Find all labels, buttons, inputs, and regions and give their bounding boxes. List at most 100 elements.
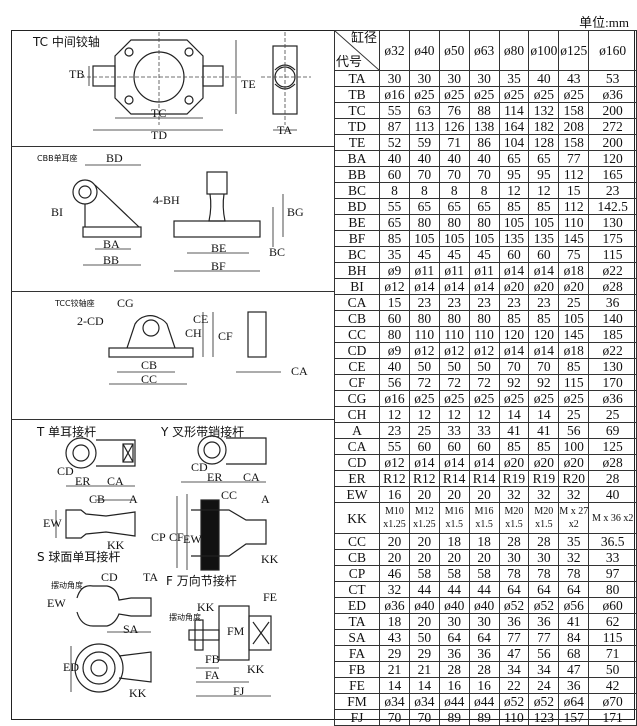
dim-s-sa: SA	[123, 622, 139, 636]
cell-value: 34	[528, 661, 560, 678]
dim-f-fb: FB	[205, 652, 220, 666]
cell-value: 130	[588, 358, 637, 375]
cell-value: 165	[588, 166, 637, 183]
cell-value: ø28	[588, 278, 637, 295]
cell-value: 110	[498, 709, 530, 726]
cell-value: 34	[498, 661, 530, 678]
cell-value: 29	[379, 645, 410, 662]
dim-cf: CF	[218, 329, 233, 343]
cell-value: 64	[498, 581, 530, 598]
row-code: CB	[334, 549, 380, 566]
cell-value: 22	[498, 677, 530, 694]
cell-value: 128	[528, 134, 560, 151]
dim-s-ta: TA	[143, 570, 159, 584]
cell-value: ø25	[498, 390, 530, 407]
cell-value: 41	[558, 613, 590, 630]
bore-header: ø40	[408, 30, 440, 71]
cell-value: 85	[528, 310, 560, 327]
cell-value: 18	[379, 613, 410, 630]
y-title: Y 叉形带销接杆	[161, 425, 245, 439]
cell-value: ø40	[468, 597, 500, 614]
table-header-row: 缸径 代号 ø32 ø40 ø50 ø63 ø80 ø100 ø125 ø160	[334, 30, 637, 71]
row-code: BE	[334, 214, 380, 231]
cell-value: 8	[468, 182, 500, 199]
row-code: FE	[334, 677, 380, 694]
row-code: TD	[334, 118, 380, 135]
row-code: TB	[334, 86, 380, 103]
cell-value: ø40	[438, 597, 470, 614]
cell-value: ø25	[498, 86, 530, 103]
dim-s-kk: KK	[129, 686, 147, 700]
cell-value: R14	[468, 470, 500, 487]
cell-value: 112	[558, 166, 590, 183]
cell-value: 105	[468, 230, 500, 247]
cell-value: ø36	[588, 390, 637, 407]
dim-y-cd: CD	[191, 460, 208, 474]
cell-value: ø25	[468, 86, 500, 103]
dim-f-fj: FJ	[233, 684, 245, 698]
cell-value: 70	[468, 166, 500, 183]
dim-tb: TB	[69, 67, 85, 81]
cell-value: M20 x1.5	[528, 502, 560, 534]
cell-value: 95	[528, 166, 560, 183]
cell-value: 28	[588, 470, 637, 487]
row-code: CH	[334, 406, 380, 423]
cell-value: 32	[558, 549, 590, 566]
cell-value: 33	[438, 422, 470, 439]
cell-value: 65	[498, 150, 530, 167]
row-code: FB	[334, 661, 380, 678]
cell-value: 157	[558, 709, 590, 726]
cell-value: 50	[588, 661, 637, 678]
header-corner-cell: 缸径 代号	[334, 30, 380, 71]
cell-value: ø14	[528, 342, 560, 359]
dim-ta: TA	[277, 123, 293, 137]
cell-value: 23	[379, 422, 410, 439]
cell-value: 20	[408, 549, 440, 566]
dim-t-ca: CA	[107, 474, 124, 488]
cell-value: ø52	[528, 597, 560, 614]
cell-value: ø14	[438, 278, 470, 295]
header-code-label: 代号	[336, 55, 363, 70]
rod-ends-drawing	[55, 435, 272, 697]
cell-value: 32	[558, 486, 590, 503]
row-code: FA	[334, 645, 380, 662]
cell-value: 72	[408, 374, 440, 391]
cell-value: 84	[558, 629, 590, 646]
cell-value: 115	[558, 374, 590, 391]
row-code: TE	[334, 134, 380, 151]
dim-s-cd: CD	[101, 570, 118, 584]
dim-t-cd: CD	[57, 464, 74, 478]
cell-value: 72	[438, 374, 470, 391]
cell-value: 20	[468, 549, 500, 566]
cell-value: 87	[379, 118, 410, 135]
cell-value: 36	[498, 613, 530, 630]
cell-value: 15	[379, 294, 410, 311]
dim-y-er: ER	[207, 470, 223, 484]
cell-value: 45	[408, 246, 440, 263]
row-code: CA	[334, 294, 380, 311]
cell-value: 12	[408, 406, 440, 423]
cell-value: ø14	[408, 454, 440, 471]
cell-value: 130	[588, 214, 637, 231]
dim-bc: BC	[269, 245, 286, 259]
cell-value: 40	[438, 150, 470, 167]
cell-value: 30	[379, 70, 410, 87]
row-code: TA	[334, 613, 380, 630]
cell-value: 100	[558, 438, 590, 455]
cell-value: 25	[408, 422, 440, 439]
dim-y-kk: KK	[261, 552, 279, 566]
panel-tc: TC 中间铰轴 T	[11, 30, 334, 147]
dim-ce: CE	[193, 312, 209, 326]
cell-value: 52	[379, 134, 410, 151]
cell-value: ø11	[408, 262, 440, 279]
